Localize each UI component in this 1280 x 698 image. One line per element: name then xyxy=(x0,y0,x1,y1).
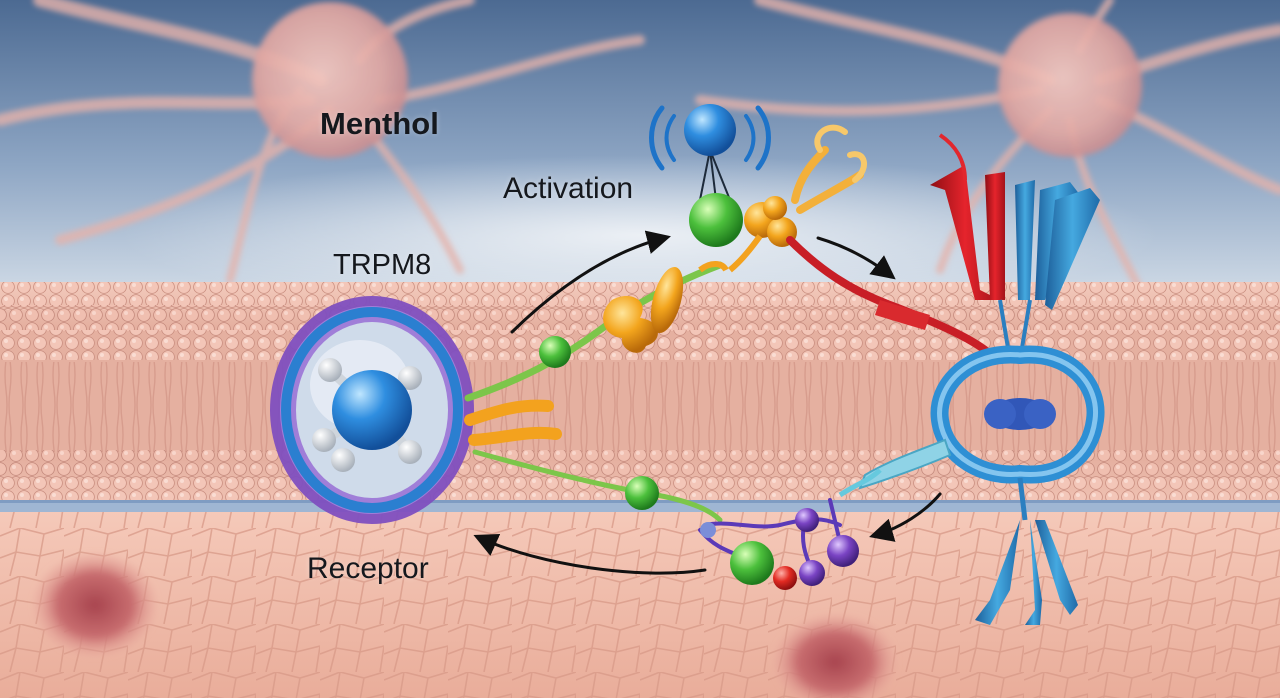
neuron-body-left xyxy=(252,2,408,158)
trpm8-receptor xyxy=(270,296,474,524)
tissue-cell-bottom xyxy=(773,614,897,698)
arrow-to-receptor xyxy=(473,533,707,575)
label-receptor: Receptor xyxy=(307,552,429,585)
lipid-tails xyxy=(0,362,1280,452)
label-trpm8: TRPM8 xyxy=(333,249,432,281)
menthol-molecule-icon xyxy=(312,358,422,472)
label-menthol: Menthol xyxy=(320,106,439,141)
orange-molecule-cluster xyxy=(603,261,729,353)
neuron-body-right xyxy=(998,13,1142,157)
green-node-1 xyxy=(539,336,571,368)
green-node-2 xyxy=(625,476,659,510)
signal-sphere xyxy=(684,104,736,156)
arrow-activation xyxy=(510,230,671,334)
purple-molecule-cluster xyxy=(698,468,882,590)
arrow-to-channel xyxy=(816,236,896,280)
background-glow xyxy=(120,155,1160,315)
curved-arrow-icon xyxy=(473,230,942,575)
label-activation: Activation xyxy=(503,172,634,205)
activation-signal xyxy=(649,104,771,247)
orange-cluster-top xyxy=(728,124,867,273)
ion-channel xyxy=(858,133,1105,625)
green-activation-node xyxy=(689,193,743,247)
tissue-cell-left xyxy=(33,553,157,657)
arrow-to-cluster xyxy=(869,492,942,542)
